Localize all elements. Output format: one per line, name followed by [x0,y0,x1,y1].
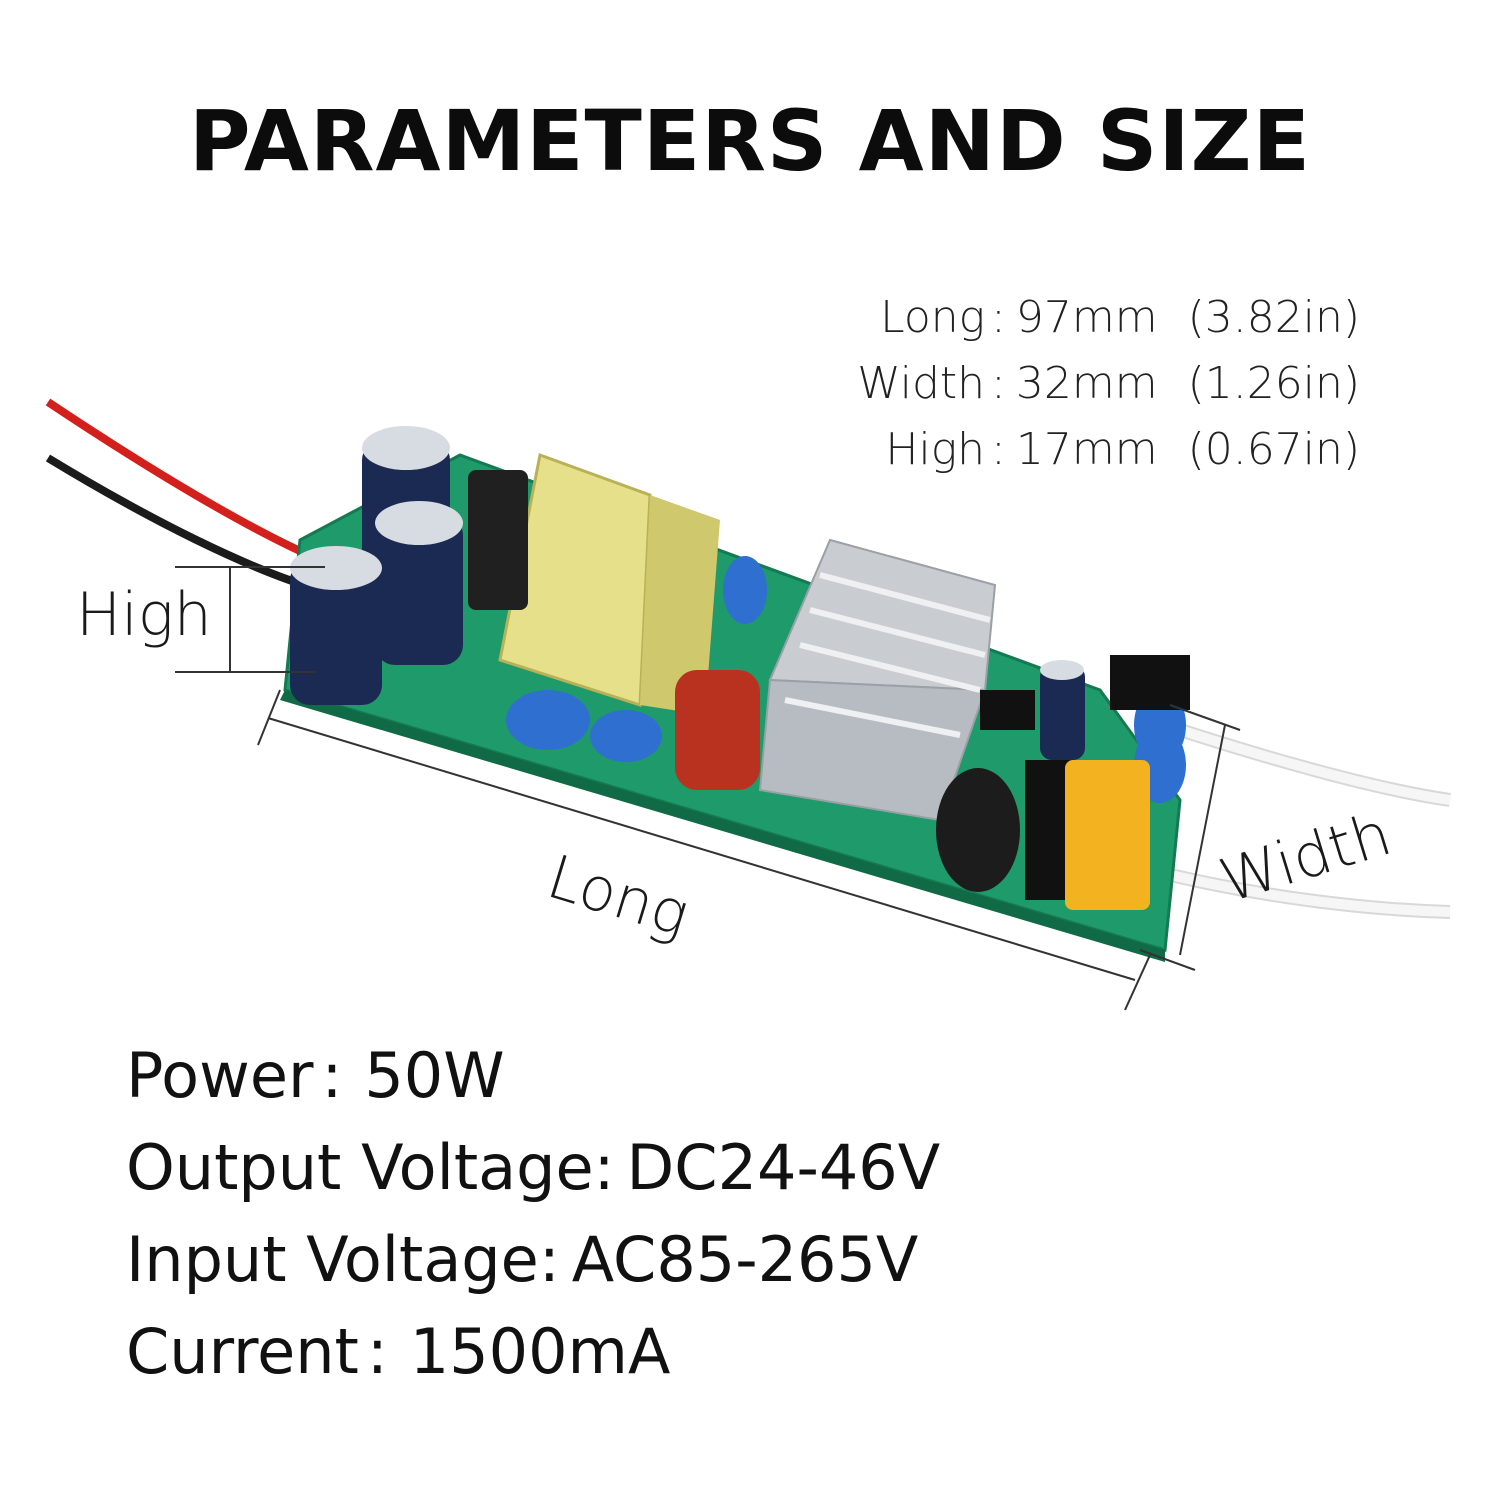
white-wire [1148,715,1451,805]
spec-label: Input Voltage [126,1223,539,1296]
spec-label: Power [126,1039,314,1112]
small-capacitor-top [1040,660,1084,680]
spec-value: 50W [364,1039,505,1112]
small-capacitor [1040,665,1085,760]
dimension-label: Long [880,292,986,343]
long-end-tick [1124,954,1151,1011]
dimension-metric: 32mm [1015,358,1158,409]
red-wire [45,398,322,564]
spec-current: Current:1500mA [126,1306,940,1398]
inductor [936,768,1020,892]
dimensions-list: Long:97mm(3.82in) Width:32mm(1.26in) Hig… [857,285,1360,483]
dimension-metric: 17mm [1015,424,1158,475]
ceramic-capacitor [506,690,590,750]
black-wire [45,454,322,594]
film-capacitor [675,670,760,790]
dimension-width: Width:32mm (1.26in) [857,351,1360,417]
transformer-side [640,495,720,715]
width-bottom-line [1139,949,1196,971]
transistor [468,470,528,610]
spec-power: Power:50W [126,1030,940,1122]
white-wire [1148,865,1451,917]
dimension-separator: : [991,292,1006,343]
dimension-separator: : [991,358,1006,409]
spec-value: 1500mA [409,1315,671,1388]
ceramic-capacitor [723,556,767,624]
spec-input-voltage: Input Voltage:AC85-265V [126,1214,940,1306]
control-ic [980,690,1035,730]
heatsink [758,538,997,822]
electrolytic-capacitor [375,501,463,665]
dimension-high: High:17mm (0.67in) [857,417,1360,483]
spec-list: Power:50W Output Voltage:DC24-46V Input … [126,1030,940,1398]
spec-value: AC85-265V [571,1223,919,1296]
dimension-imperial: (0.67in) [1187,424,1360,475]
width-top-line [1169,704,1241,731]
pcb-edge [280,690,1165,962]
electrolytic-capacitor [290,546,382,705]
spec-separator: : [321,1039,343,1112]
spec-separator: : [593,1131,615,1204]
dimension-label: Width [857,358,986,409]
spec-value: DC24-46V [626,1131,941,1204]
dimension-label: High [885,424,986,475]
spec-label: Output Voltage [126,1131,594,1204]
dimension-metric: 97mm [1015,292,1158,343]
spec-separator: : [366,1315,388,1388]
dimension-separator: : [991,424,1006,475]
x-capacitor [1065,760,1150,910]
spec-label: Current [126,1315,359,1388]
long-dimension-line [267,717,1136,981]
dimension-long: Long:97mm (3.82in) [857,285,1360,351]
fuse [1110,655,1190,710]
ceramic-capacitor [590,710,662,762]
dimension-lines [175,566,1241,1011]
spec-separator: : [538,1223,560,1296]
dimension-imperial: (3.82in) [1187,292,1360,343]
high-diagram-label: High [76,580,212,650]
spec-output-voltage: Output Voltage:DC24-46V [126,1122,940,1214]
width-dimension-line [1179,724,1226,956]
dimension-imperial: (1.26in) [1187,358,1360,409]
page-title: PARAMETERS AND SIZE [189,92,1311,190]
